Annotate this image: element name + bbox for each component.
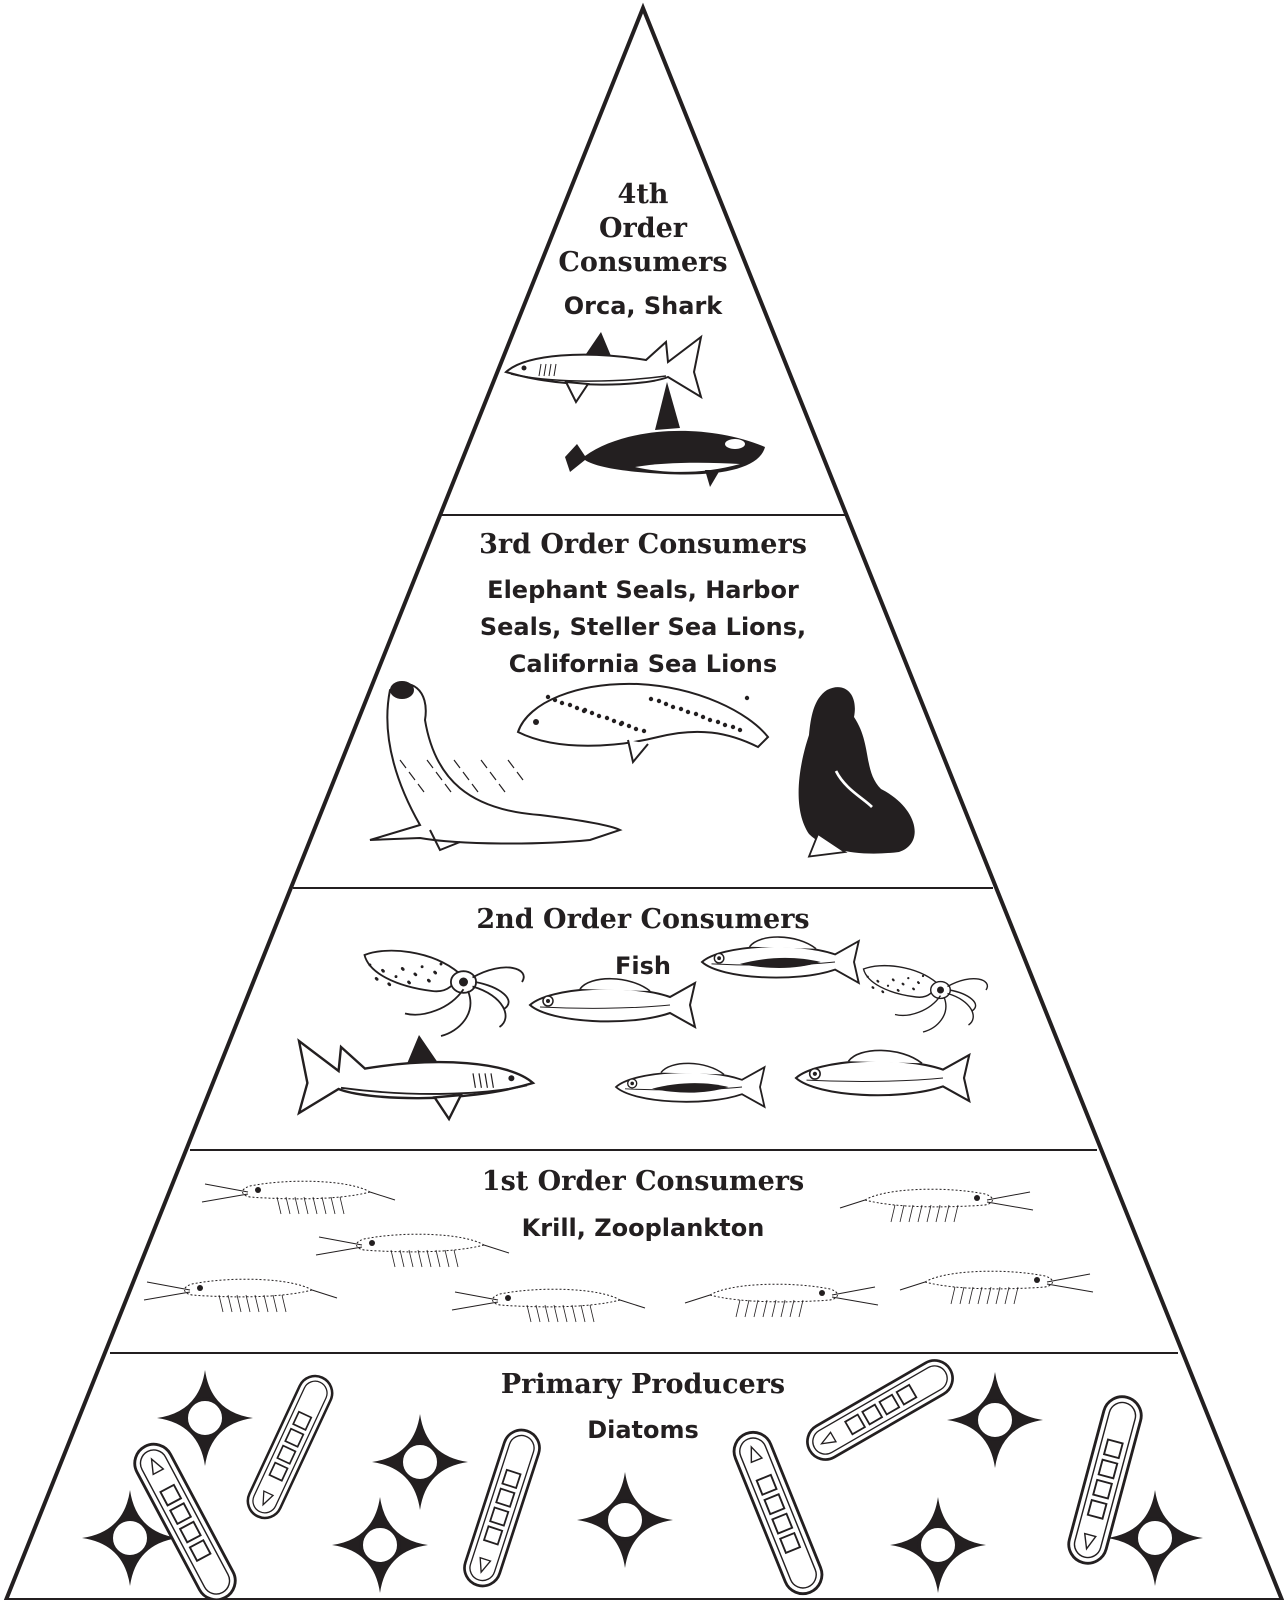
- level-3-organisms-line-2: Seals, Steller Sea Lions,: [443, 609, 843, 646]
- level-2-organisms: Fish: [543, 948, 743, 985]
- level-0-organisms: Diatoms: [543, 1412, 743, 1449]
- level-4-title-line-2: Order: [543, 212, 743, 246]
- level-2-title: 2nd Order Consumers: [443, 903, 843, 937]
- level-1-organisms: Krill, Zooplankton: [493, 1210, 793, 1247]
- level-4-title-line-3: Consumers: [543, 246, 743, 280]
- level-3-title: 3rd Order Consumers: [443, 528, 843, 562]
- level-1-title: 1st Order Consumers: [443, 1165, 843, 1199]
- level-4-title: 4th Order Consumers: [543, 178, 743, 280]
- level-4-organisms: Orca, Shark: [543, 288, 743, 325]
- level-4-title-line-1: 4th: [543, 178, 743, 212]
- level-3-organisms-line-3: California Sea Lions: [443, 646, 843, 683]
- level-0-title: Primary Producers: [443, 1368, 843, 1402]
- level-3-organisms-line-1: Elephant Seals, Harbor: [443, 572, 843, 609]
- level-3-organisms: Elephant Seals, Harbor Seals, Steller Se…: [443, 572, 843, 683]
